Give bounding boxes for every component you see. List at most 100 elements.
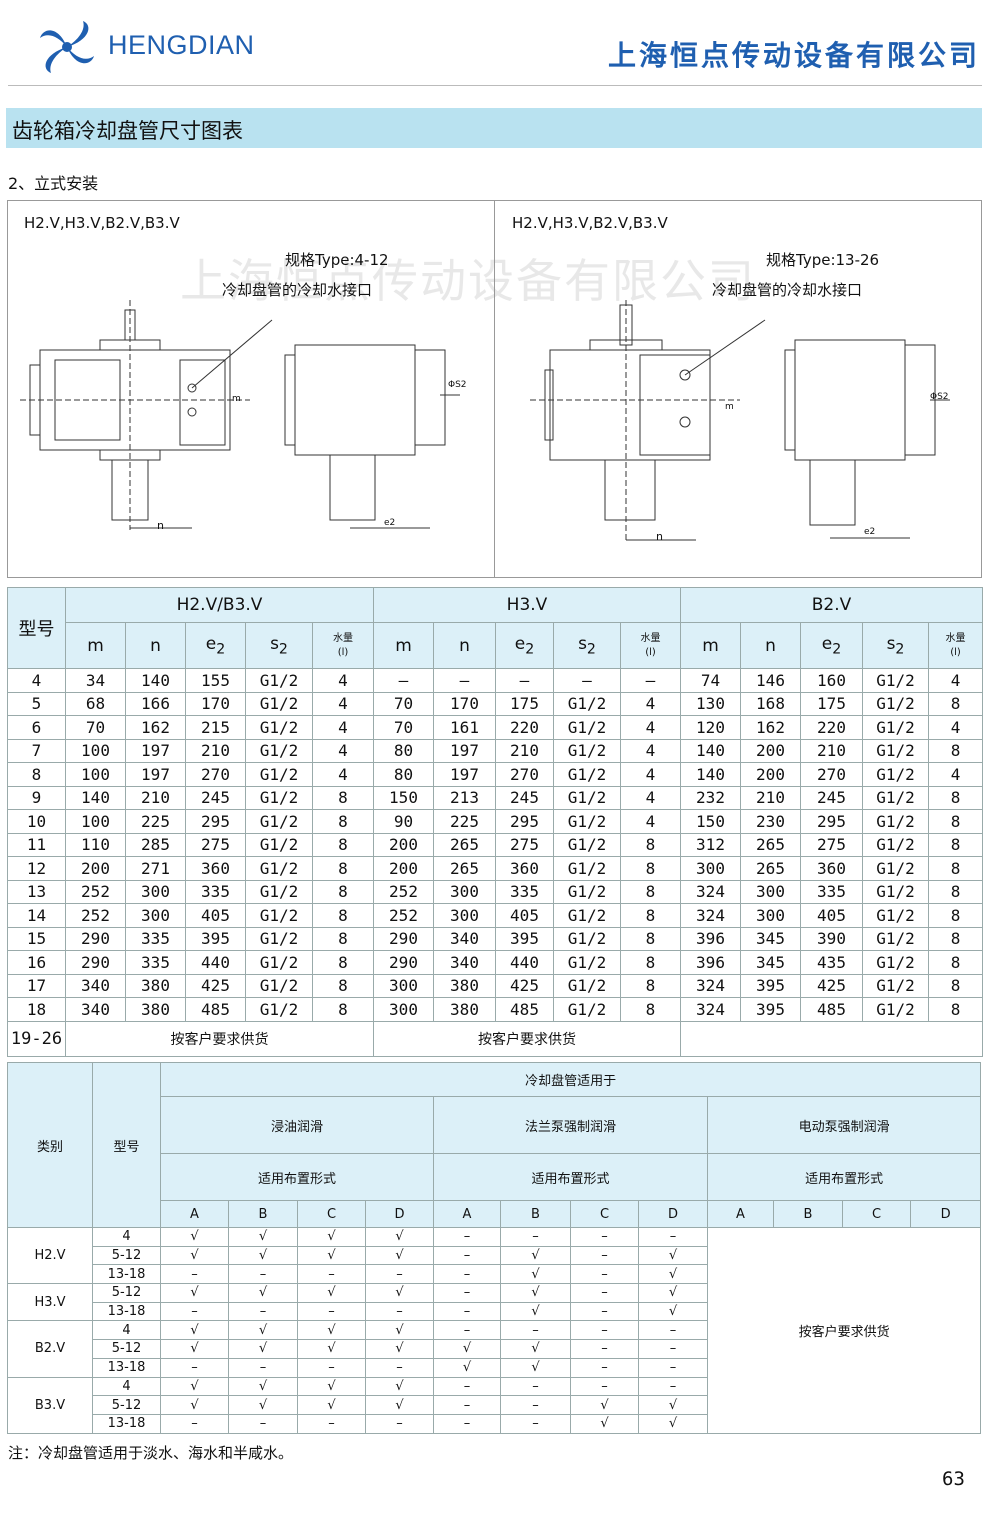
- value-cell: 290: [65, 926, 126, 951]
- value-cell: 140: [680, 738, 741, 763]
- value-cell: 252: [65, 903, 126, 928]
- arrangement-letter: B: [773, 1200, 843, 1228]
- category-cell: B2.V: [7, 1320, 93, 1378]
- value-cell: 70: [373, 715, 434, 740]
- col-e2-sub: 2: [525, 641, 535, 658]
- model-cell: 4: [92, 1320, 161, 1341]
- value-cell: 100: [65, 809, 126, 834]
- group-header: H2.V/B3.V: [65, 587, 374, 623]
- value-cell: 8: [312, 926, 374, 951]
- value-cell: 155: [185, 668, 246, 693]
- mark-cell: √: [160, 1339, 229, 1359]
- mark-cell: √: [297, 1320, 366, 1341]
- mark-cell: –: [297, 1301, 366, 1322]
- mark-cell: √: [500, 1283, 571, 1303]
- table-row: 13-18––––––√√: [8, 1413, 981, 1434]
- value-cell: G1/2: [553, 903, 621, 928]
- mark-cell: √: [228, 1376, 298, 1397]
- value-cell: 8: [312, 785, 374, 810]
- mark-cell: –: [365, 1413, 434, 1434]
- col-s2: s2: [245, 622, 313, 669]
- category-cell: H3.V: [7, 1283, 93, 1322]
- value-cell: 197: [433, 738, 496, 763]
- model-cell: 18: [7, 997, 66, 1022]
- model-cell: 13-18: [92, 1357, 161, 1378]
- dim-s2-1: ΦS2: [448, 380, 467, 390]
- value-cell: 8: [620, 879, 681, 904]
- value-cell: 425: [800, 973, 863, 998]
- gearbox-drawing-small: [20, 300, 460, 530]
- mark-cell: √: [365, 1376, 434, 1397]
- watermark: 上海恒点传动设备有限公司: [180, 254, 756, 308]
- value-cell: 162: [125, 715, 186, 740]
- mark-cell: √: [365, 1320, 434, 1341]
- value-cell: 360: [800, 856, 863, 881]
- value-cell: 215: [185, 715, 246, 740]
- value-cell: G1/2: [862, 997, 929, 1022]
- value-cell: 300: [125, 879, 186, 904]
- col-water-label: 水量: [945, 632, 966, 644]
- value-cell: 70: [373, 691, 434, 716]
- value-cell: 425: [185, 973, 246, 998]
- value-cell: 395: [185, 926, 246, 951]
- value-cell: 220: [800, 715, 863, 740]
- model-cell: 4: [7, 668, 66, 693]
- mark-cell: –: [570, 1283, 639, 1303]
- value-cell: 8: [927, 832, 984, 857]
- value-cell: 271: [125, 856, 186, 881]
- model-cell: 8: [7, 762, 66, 787]
- value-cell: G1/2: [553, 762, 621, 787]
- value-cell: G1/2: [862, 879, 929, 904]
- model-cell: 13-18: [92, 1264, 161, 1285]
- model-cell: 14: [7, 903, 66, 928]
- value-cell: –: [433, 668, 496, 693]
- value-cell: 8: [620, 973, 681, 998]
- value-cell: 213: [433, 785, 496, 810]
- value-cell: 175: [495, 691, 554, 716]
- dim-e2-1: e2: [384, 518, 396, 528]
- arrangement-letter: C: [570, 1200, 639, 1228]
- value-cell: 170: [185, 691, 246, 716]
- value-cell: 340: [65, 997, 126, 1022]
- value-cell: 74: [680, 668, 741, 693]
- value-cell: 210: [185, 738, 246, 763]
- value-cell: 265: [433, 832, 496, 857]
- mark-cell: –: [500, 1320, 571, 1341]
- mark-cell: √: [638, 1413, 708, 1434]
- mark-cell: –: [365, 1301, 434, 1322]
- model-cell: 12: [7, 856, 66, 881]
- col-e2-sub: 2: [832, 641, 842, 658]
- model-cell: 15: [7, 926, 66, 951]
- value-cell: 4: [620, 785, 681, 810]
- mark-cell: –: [433, 1245, 501, 1266]
- value-cell: 175: [800, 691, 863, 716]
- value-cell: 225: [125, 809, 186, 834]
- value-cell: 8: [927, 926, 984, 951]
- drawing-1-type: 规格Type:4-12: [285, 251, 389, 269]
- mark-cell: √: [433, 1357, 501, 1378]
- value-cell: 245: [800, 785, 863, 810]
- col-s2: s2: [862, 622, 929, 669]
- value-cell: 110: [65, 832, 126, 857]
- mark-cell: √: [365, 1245, 434, 1266]
- mark-cell: √: [297, 1283, 366, 1303]
- mark-cell: √: [570, 1395, 639, 1415]
- model-cell: 11: [7, 832, 66, 857]
- value-cell: G1/2: [862, 950, 929, 975]
- value-cell: 485: [495, 997, 554, 1022]
- arrangement-letter: D: [365, 1200, 434, 1228]
- value-cell: 275: [185, 832, 246, 857]
- dim-e2-2: e2: [864, 527, 876, 537]
- model-cell: 5-12: [92, 1283, 161, 1303]
- col-n: n: [433, 622, 496, 669]
- value-cell: 300: [373, 997, 434, 1022]
- arrangement-letter: D: [909, 1200, 982, 1228]
- col-e2-label: e: [514, 633, 526, 654]
- value-cell: 166: [125, 691, 186, 716]
- layout-header: 适用布置形式: [160, 1153, 434, 1201]
- value-cell: 405: [185, 903, 246, 928]
